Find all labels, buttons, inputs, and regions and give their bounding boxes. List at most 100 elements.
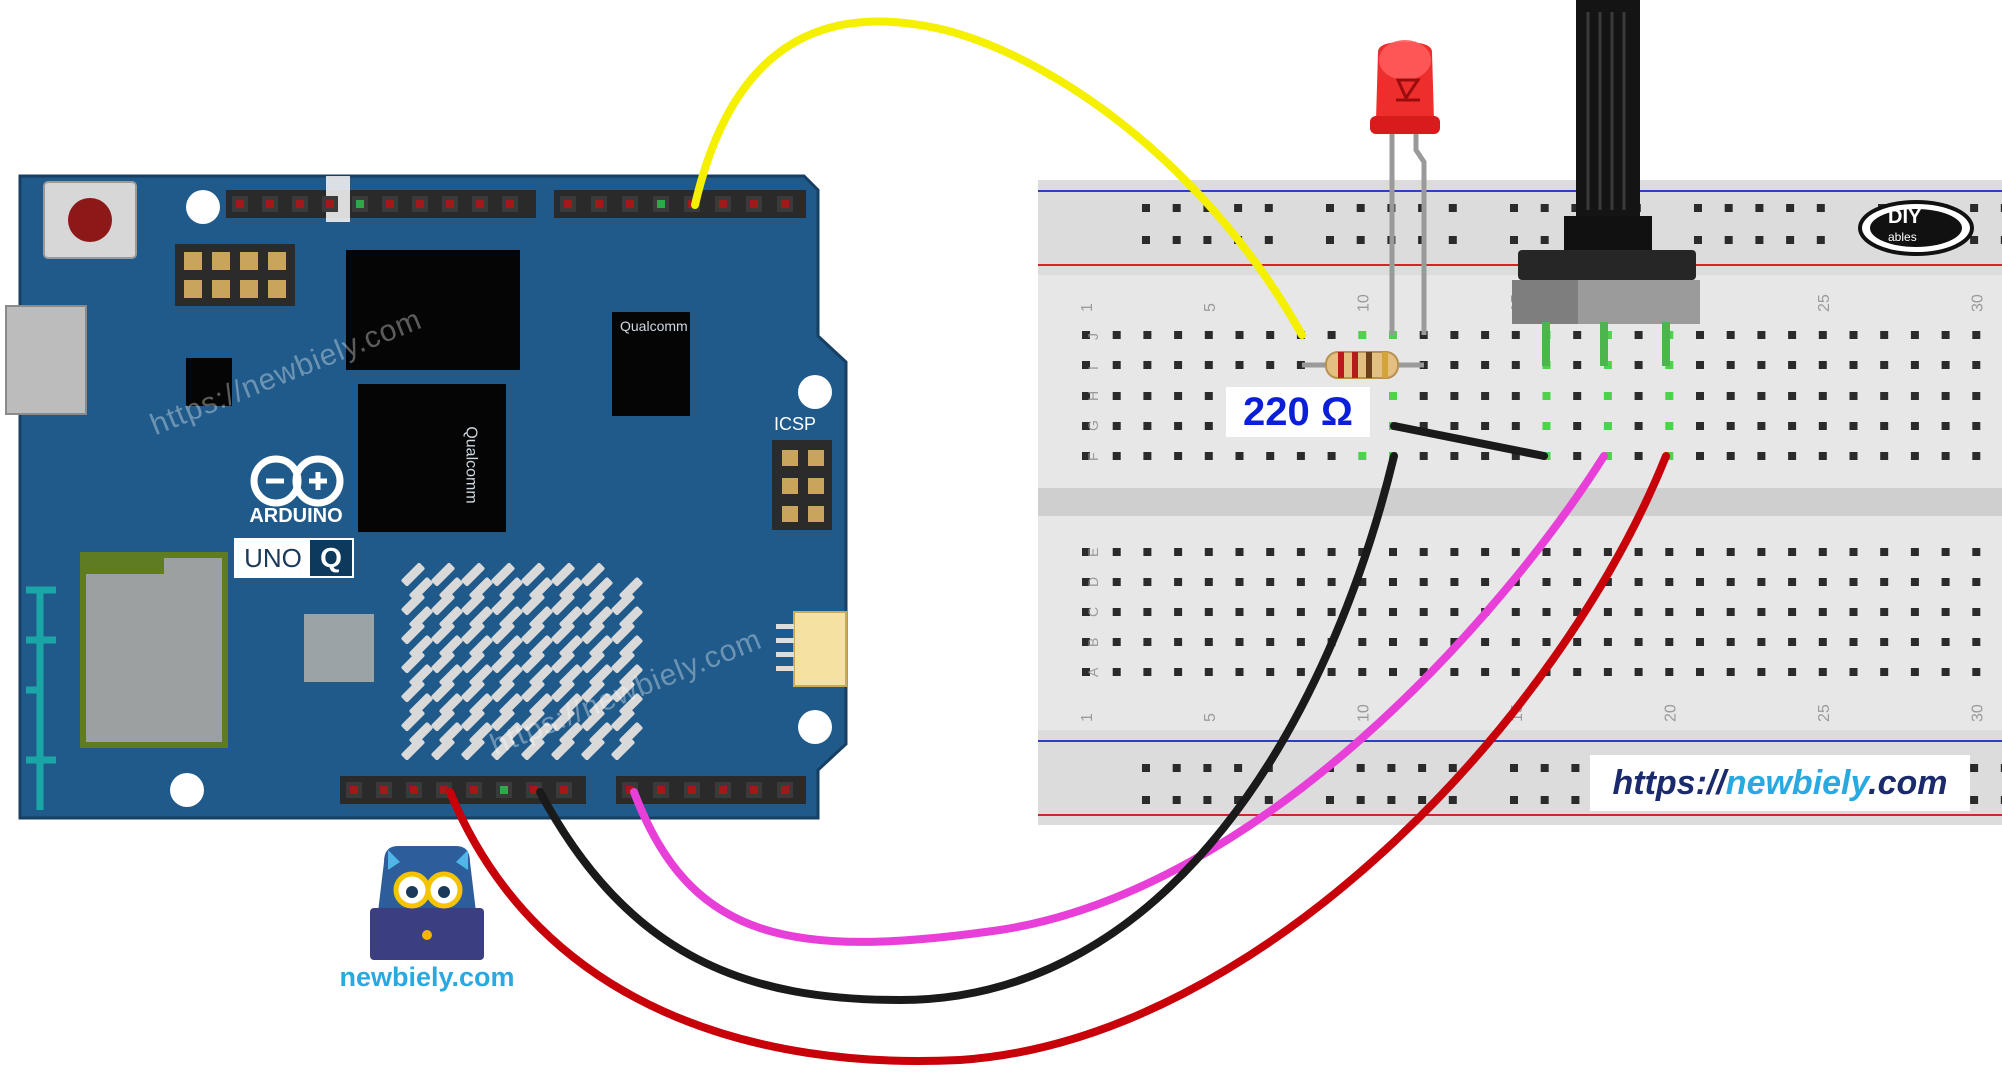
matrix-led (551, 562, 575, 587)
breadboard-hole (1788, 638, 1797, 646)
mounting-hole-2 (798, 375, 832, 409)
matrix-led (469, 722, 493, 746)
breadboard-hole (1757, 548, 1766, 556)
breadboard-hole (1603, 608, 1612, 616)
breadboard-hole (1941, 668, 1950, 676)
matrix-led (589, 664, 613, 688)
matrix-led (491, 736, 515, 761)
breadboard-hole (1174, 361, 1183, 369)
qwiic-connector (793, 611, 847, 687)
rail-hole (1448, 236, 1457, 244)
breadboard-hole (1450, 331, 1459, 339)
breadboard-hole (1143, 452, 1152, 460)
potentiometer (1512, 0, 1700, 366)
matrix-led (559, 693, 583, 717)
breadboard-hole (1634, 578, 1643, 586)
matrix-led (431, 707, 455, 732)
row-letter-bottom: B (1085, 638, 1101, 647)
breadboard-hole (1358, 548, 1367, 556)
breadboard-hole (1573, 361, 1582, 369)
breadboard-hole (1235, 331, 1244, 339)
breadboard-hole (1818, 578, 1827, 586)
header-pin (781, 200, 789, 208)
matrix-led (431, 562, 455, 587)
rail-hole (1571, 764, 1580, 772)
pot-flange (1518, 250, 1696, 280)
antenna-trace (26, 586, 56, 810)
header-pin (530, 786, 538, 794)
rail-hole (1786, 236, 1795, 244)
matrix-led (409, 664, 433, 688)
breadboard-hole (1910, 578, 1919, 586)
breadboard-hole (1849, 331, 1858, 339)
rail-hole (1172, 796, 1181, 804)
small-header-pin (184, 252, 202, 270)
breadboard-hole (1082, 608, 1090, 616)
breadboard-hole (1757, 452, 1766, 460)
led-rim (1370, 116, 1440, 134)
breadboard-hole (1327, 452, 1336, 460)
breadboard-hole (1696, 578, 1704, 586)
breadboard-hole (1204, 548, 1213, 556)
rail-hole (1356, 236, 1365, 244)
breadboard-hole (1972, 548, 1981, 556)
breadboard-hole (1296, 638, 1305, 646)
matrix-led (559, 635, 583, 659)
column-number-bottom: 10 (1355, 704, 1372, 722)
black-wire-2 (1390, 422, 1548, 460)
rail-hole (1264, 796, 1273, 804)
matrix-led (439, 577, 463, 601)
breadboard-hole (1726, 422, 1735, 430)
header-pin (626, 786, 634, 794)
matrix-led (491, 707, 515, 732)
breadboard-hole (1634, 392, 1643, 400)
row-letter-top: F (1085, 452, 1101, 461)
breadboard-hole (1204, 452, 1213, 460)
breadboard-hole (1082, 392, 1090, 400)
matrix-led (409, 722, 433, 746)
matrix-led (499, 635, 523, 659)
small-header-pin (268, 280, 286, 298)
breadboard-hole (1266, 361, 1275, 369)
rail-hole (1326, 796, 1334, 804)
breadboard-hole (1910, 608, 1919, 616)
rail-hole (1356, 796, 1365, 804)
matrix-led (521, 707, 545, 732)
breadboard-hole (1358, 608, 1367, 616)
rail-hole (1970, 204, 1979, 212)
breadboard-hole (1972, 668, 1981, 676)
matrix-led (401, 562, 425, 587)
breadboard-hole (1174, 638, 1183, 646)
header-pin (781, 786, 789, 794)
rail-hole (1694, 236, 1702, 244)
wires (446, 17, 1670, 1066)
row-letter-top: I (1085, 366, 1101, 370)
breadboard-hole (1327, 331, 1336, 339)
rail-hole (1510, 796, 1518, 804)
breadboard-hole (1603, 638, 1612, 646)
breadboard-hole (1880, 548, 1889, 556)
matrix-led (529, 606, 553, 630)
breadboard-hole (1082, 422, 1090, 430)
rail-hole (2000, 236, 2002, 244)
rail-hole (1234, 204, 1243, 212)
matrix-led (521, 620, 545, 645)
breadboard-hole (1419, 392, 1428, 400)
breadboard-hole (1696, 361, 1704, 369)
breadboard-hole (1849, 452, 1858, 460)
breadboard-hole (1634, 331, 1643, 339)
url-name: newbiely (1725, 764, 1869, 802)
arduino-logo (250, 455, 344, 507)
breadboard-hole (1327, 548, 1336, 556)
header-pin (500, 786, 508, 794)
breadboard-hole (1235, 548, 1244, 556)
matrix-led (559, 722, 583, 746)
column-number-bottom: 25 (1816, 704, 1833, 722)
header-pin (750, 786, 758, 794)
matrix-led (581, 591, 605, 616)
matrix-led (529, 664, 553, 688)
breadboard-hole (1573, 422, 1582, 430)
header-pin (719, 786, 727, 794)
matrix-led (499, 577, 523, 601)
breadboard-hole (1266, 638, 1275, 646)
